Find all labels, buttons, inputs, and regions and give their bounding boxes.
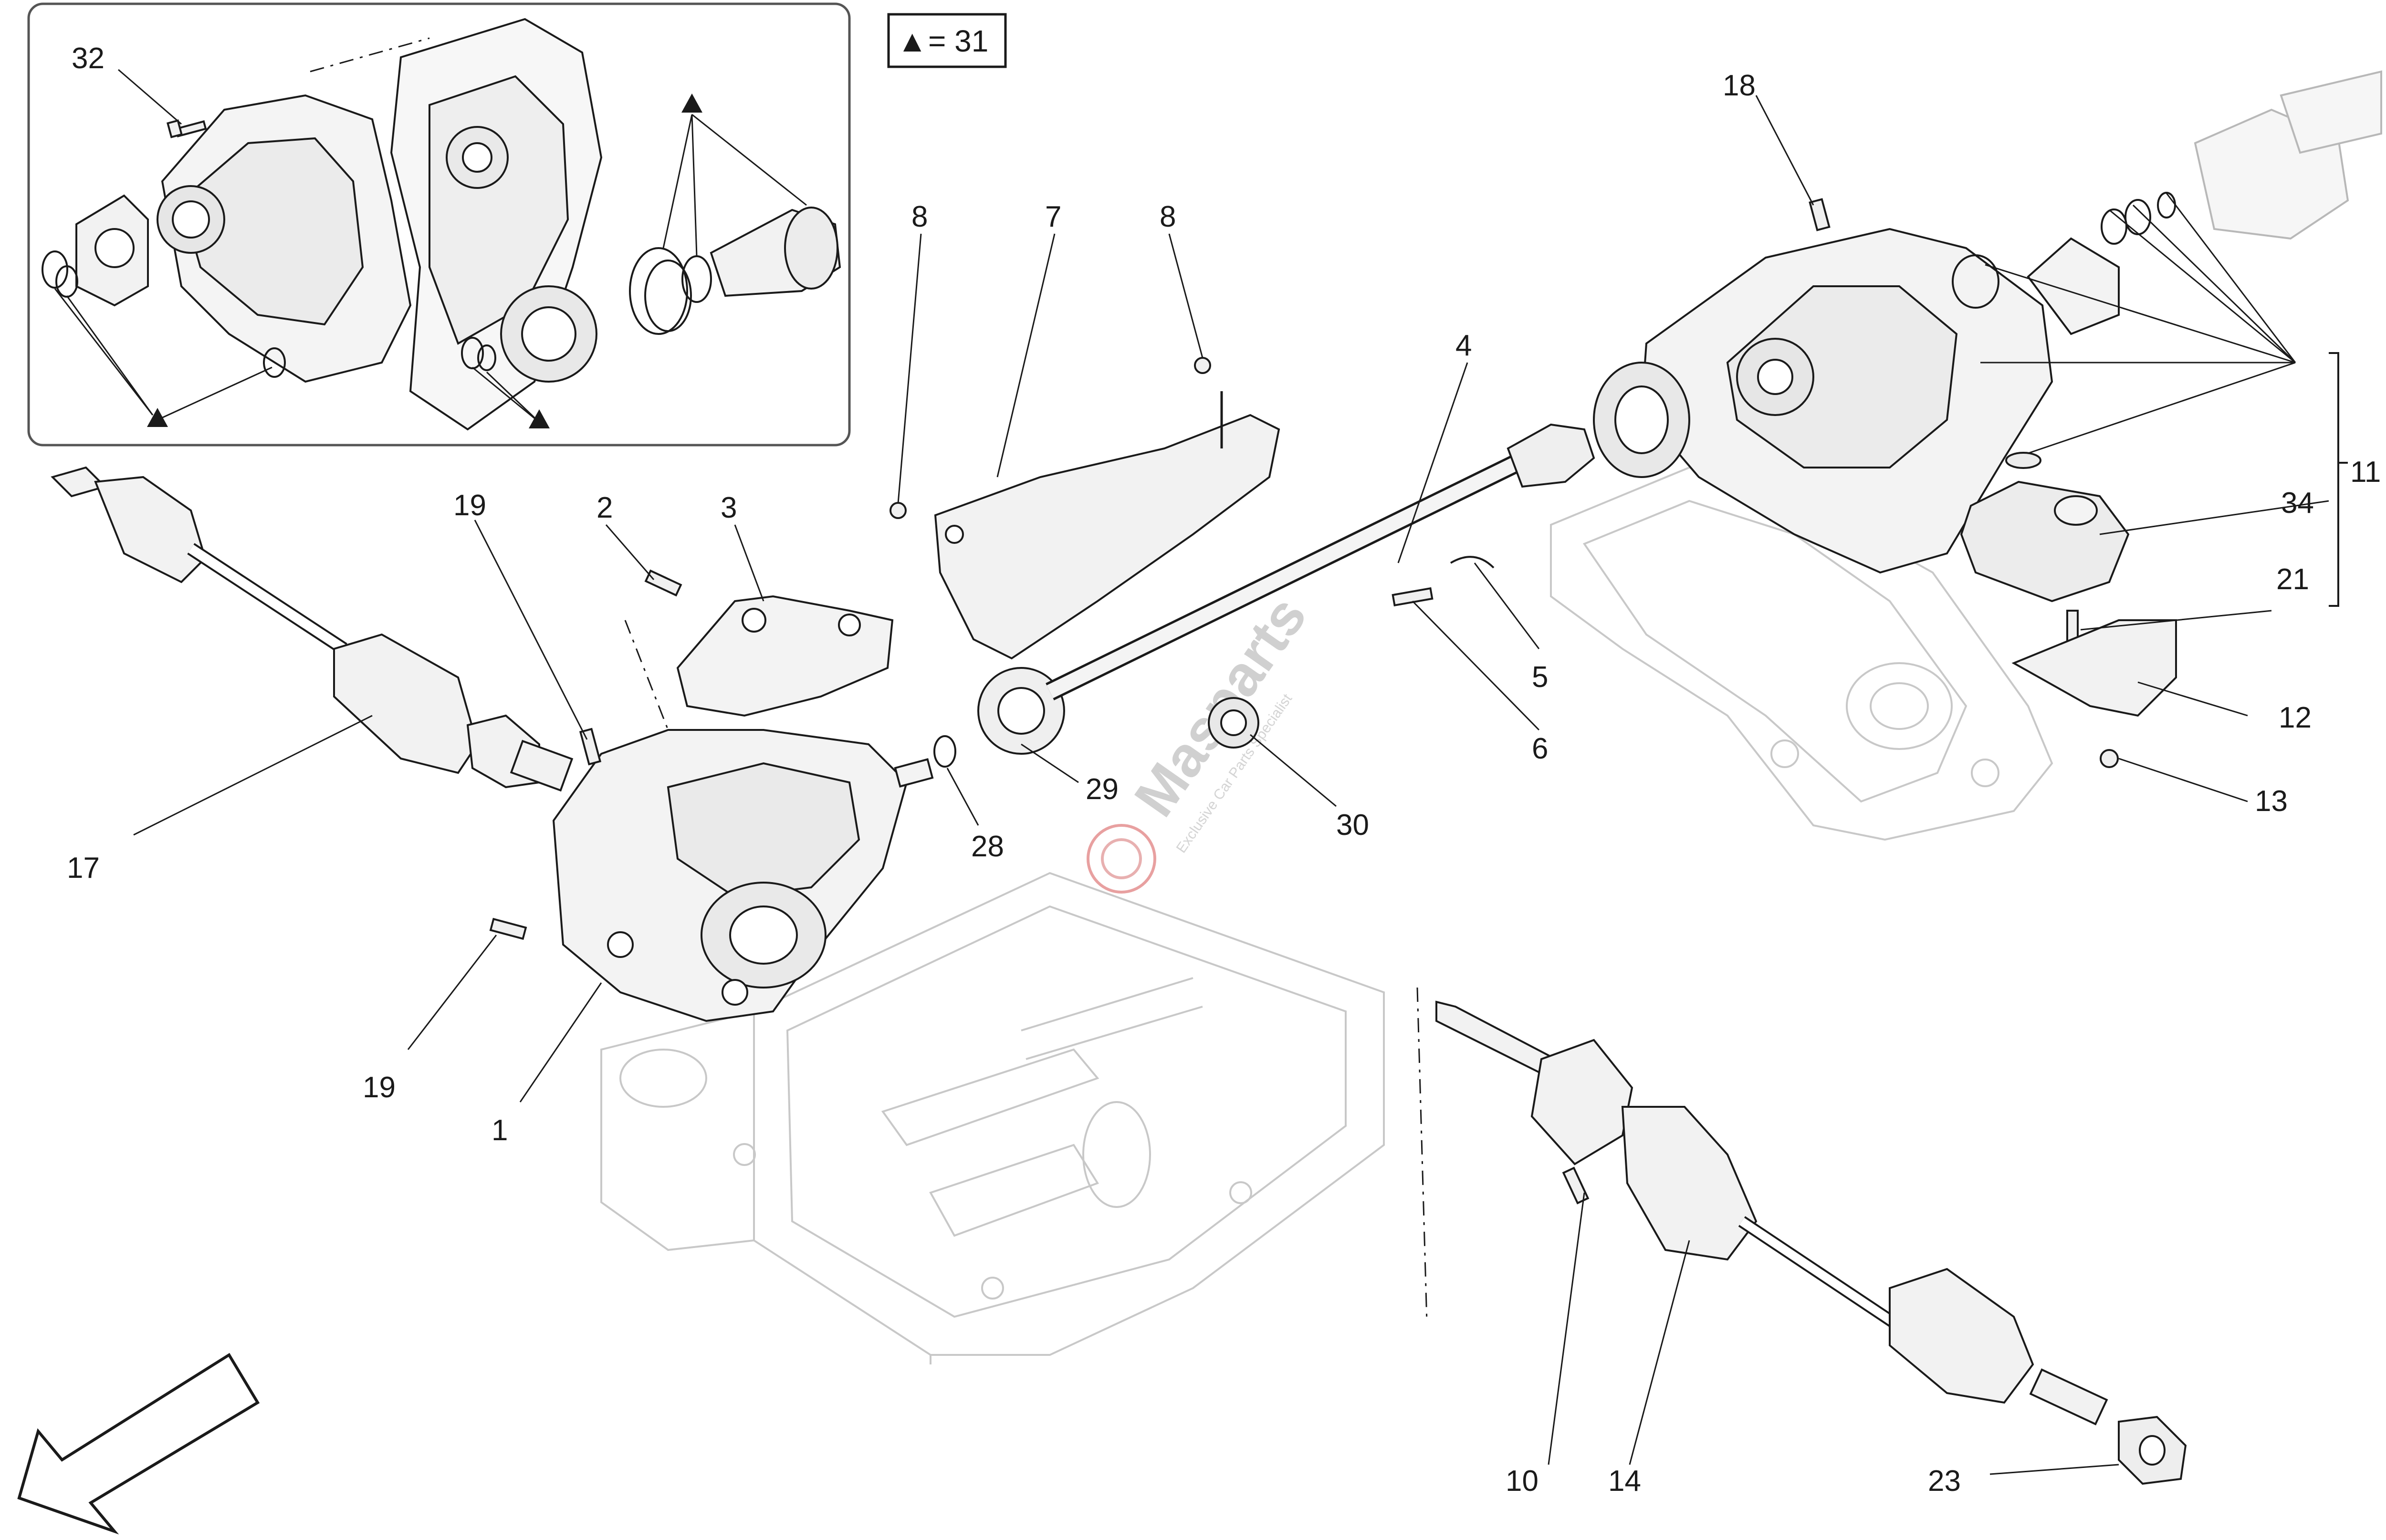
callout-21: 21: [2276, 563, 2309, 596]
callout-labels: 1 2 3 4 5 6 7 8 8 10 11 12 13 14 17 18 1…: [67, 69, 2381, 1498]
direction-arrow: [17, 1353, 260, 1535]
inset-panel: 32: [27, 2, 851, 447]
part-11-transfer-case: [1593, 228, 2120, 574]
part-2-bolt: [644, 569, 682, 597]
callout-34: 34: [2281, 487, 2314, 520]
part-4-propeller-shaft: [1046, 423, 1595, 700]
callout-14: 14: [1608, 1465, 1641, 1498]
legend-symbol: ▲: [897, 24, 927, 58]
legend-equals-text: = 31: [928, 24, 988, 58]
watermark: Masparts Exclusive Car Parts Specialist: [1087, 585, 1319, 894]
callout-23: 23: [1928, 1465, 1961, 1498]
callout-32: 32: [72, 42, 105, 75]
callout-5: 5: [1532, 661, 1548, 694]
callout-30: 30: [1336, 809, 1369, 842]
callout-28: 28: [971, 830, 1004, 863]
callout-29: 29: [1086, 773, 1119, 806]
inset-bolt-32: [167, 119, 207, 138]
leader-lines: [133, 95, 2329, 1475]
part-28-circlip: [933, 735, 956, 768]
callout-11: 11: [2350, 456, 2381, 489]
part-8-screws: [890, 357, 1211, 519]
part-7-heat-shield: [934, 391, 1280, 660]
callout-7: 7: [1045, 200, 1061, 233]
callout-8a: 8: [911, 200, 928, 233]
part-11-seals: [1952, 192, 2176, 309]
callout-18: 18: [1723, 69, 1756, 102]
callout-3: 3: [721, 491, 737, 524]
part-23-nut: [2118, 1415, 2187, 1485]
bracket-11: [2329, 352, 2348, 607]
inset-seals-left: [42, 250, 286, 378]
part-30-seal: [1208, 697, 1259, 749]
part-18-bolt: [1809, 198, 1831, 231]
callout-17: 17: [67, 852, 100, 884]
part-12-bracket: [2011, 619, 2177, 717]
part-14-right-driveshaft: [1435, 1000, 2108, 1426]
callout-19b: 19: [363, 1071, 396, 1104]
callout-13: 13: [2255, 785, 2288, 818]
part-1-front-differential: [552, 729, 934, 1022]
callout-8b: 8: [1160, 200, 1176, 233]
callout-2: 2: [596, 491, 613, 524]
rear-coupling-ghost: [2194, 70, 2382, 240]
legend-triangle-markers: [147, 94, 702, 428]
inset-transfer-case: [157, 18, 603, 431]
callout-10: 10: [1506, 1465, 1538, 1498]
part-34-actuator-motor: [1960, 452, 2130, 603]
callout-1: 1: [492, 1114, 508, 1147]
part-29-flex-joint: [977, 667, 1065, 755]
callout-12: 12: [2279, 701, 2312, 734]
part-6-bolt: [1392, 587, 1434, 607]
callout-19a: 19: [453, 489, 486, 522]
callout-6: 6: [1532, 732, 1548, 765]
part-13-nut: [2100, 749, 2119, 768]
part-3-mount-bracket: [676, 595, 894, 717]
callout-4: 4: [1455, 329, 1472, 362]
legend-box: ▲ = 31: [887, 13, 1007, 68]
part-5-clip: [1450, 556, 1495, 569]
part-17-left-driveshaft: [51, 466, 574, 792]
inset-output-shaft: [629, 207, 841, 335]
